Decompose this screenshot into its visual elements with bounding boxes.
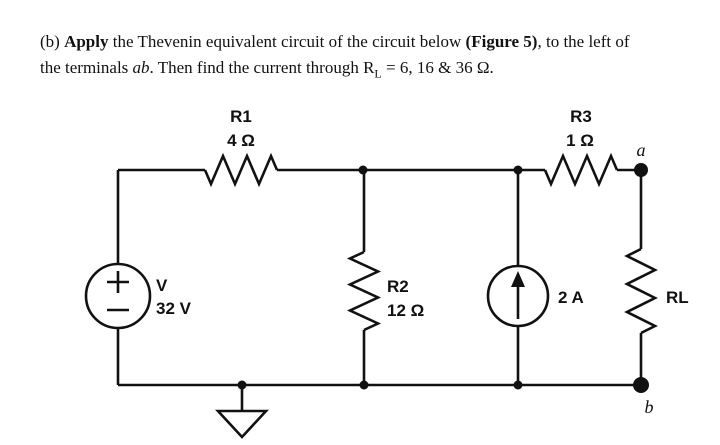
voltage-source-icon xyxy=(84,262,152,330)
terminal-a-label: a xyxy=(637,140,646,160)
resistor-r3-value: 1 Ω xyxy=(566,131,594,150)
plus-icon xyxy=(107,271,129,293)
resistor-r2-value: 12 Ω xyxy=(387,301,424,320)
current-source-icon xyxy=(486,264,550,328)
problem-text-line2-start: the terminals xyxy=(40,58,133,77)
up-arrow-icon xyxy=(511,271,525,287)
junction-dot-bottom-isource xyxy=(513,380,523,390)
circuit-wires xyxy=(116,168,643,411)
ground-icon xyxy=(215,409,269,439)
resistor-r1-name: R1 xyxy=(230,107,252,126)
problem-statement: (b) Apply the Thevenin equivalent circui… xyxy=(40,29,695,81)
problem-text-mid2: . Then find the current through R xyxy=(149,58,375,77)
problem-text-apply: Apply xyxy=(64,32,109,51)
voltage-source-value: 32 V xyxy=(156,299,192,318)
voltage-source-name: V xyxy=(156,276,168,295)
current-source-value: 2 A xyxy=(558,288,584,307)
resistor-rl-name: RL xyxy=(666,288,689,307)
problem-line-2: the terminals ab. Then find the current … xyxy=(40,55,695,81)
terminal-b-dot xyxy=(633,377,649,393)
problem-text-line2-end: = 6, 16 & 36 Ω. xyxy=(381,58,494,77)
problem-text-ab: ab xyxy=(132,58,150,77)
problem-text-mid1: the Thevenin equivalent circuit of the c… xyxy=(108,32,466,51)
junction-dot-top-isource xyxy=(513,165,523,175)
junction-dot-bottom-r2 xyxy=(359,380,369,390)
terminal-a-dot xyxy=(634,163,648,177)
problem-text-line1-end: , to the left of xyxy=(537,32,630,51)
resistor-r1-value: 4 Ω xyxy=(227,131,255,150)
voltage-source-circle xyxy=(84,262,152,330)
resistor-r2-zigzag xyxy=(346,250,382,332)
problem-text-r-subscript: L xyxy=(374,66,382,81)
problem-line-1: (b) Apply the Thevenin equivalent circui… xyxy=(40,29,695,55)
terminal-b-label: b xyxy=(645,397,654,417)
resistor-r3-name: R3 xyxy=(570,107,592,126)
junction-dot-ground xyxy=(237,380,247,390)
problem-text-prefix: (b) xyxy=(40,32,65,51)
resistor-r2-name: R2 xyxy=(387,277,409,296)
junction-dot-top-r2 xyxy=(358,165,368,175)
resistor-r1-zigzag xyxy=(203,152,279,188)
resistor-rl-zigzag xyxy=(624,247,658,335)
problem-text-figure: (Figure 5) xyxy=(465,32,538,51)
resistor-r3-zigzag xyxy=(543,152,619,188)
